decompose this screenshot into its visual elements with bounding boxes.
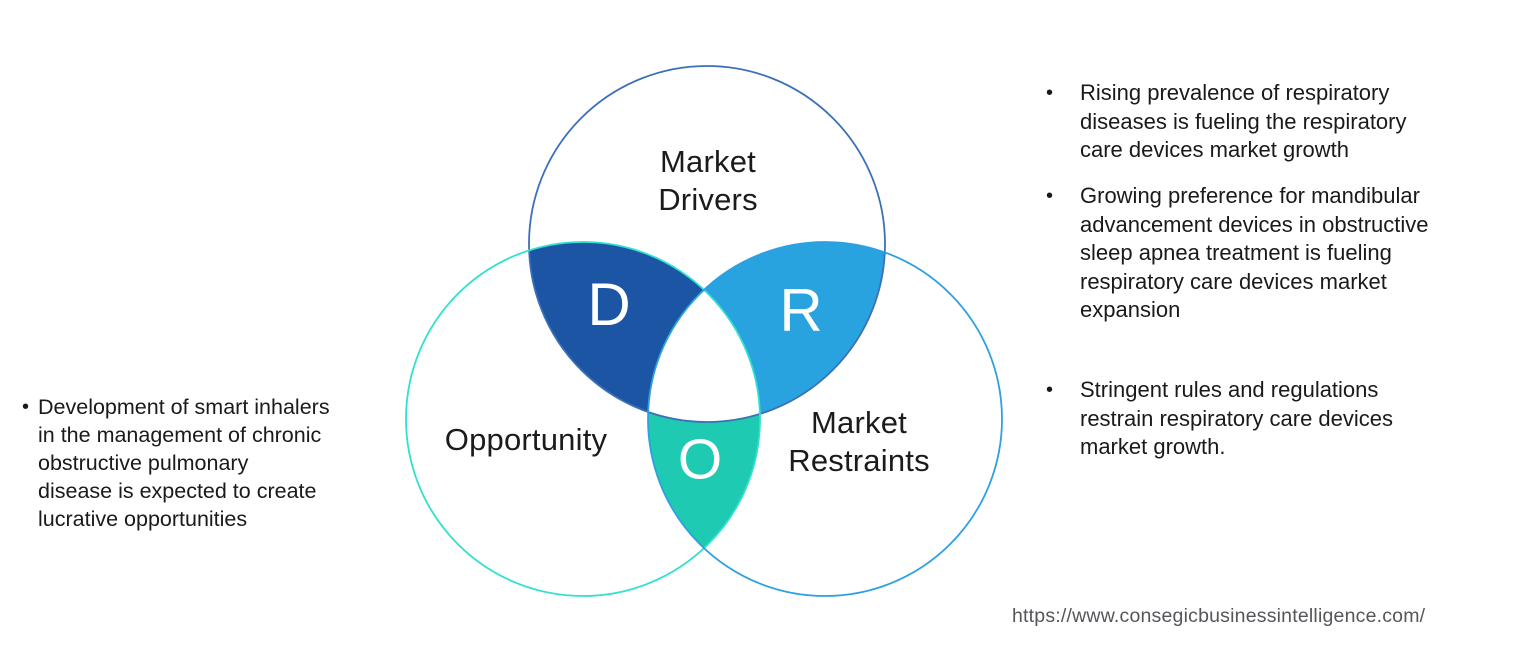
bullet-icon: • — [1046, 82, 1054, 104]
letter-r: R — [779, 277, 823, 344]
letter-o: O — [677, 427, 723, 492]
restraint-note-text: Stringent rules and regulations restrain… — [1080, 377, 1394, 459]
source-url: https://www.consegicbusinessintelligence… — [1012, 605, 1426, 627]
label-opportunity: Opportunity — [444, 422, 608, 457]
letter-d: D — [587, 271, 631, 338]
opportunity-circle-outline — [405, 241, 761, 597]
bullet-icon: • — [1046, 185, 1054, 207]
bullet-icon: • — [22, 396, 30, 418]
restraints-circle-outline — [647, 241, 1003, 597]
driver-note-2: • Growing preference for mandibular adva… — [1046, 182, 1476, 325]
driver-note-1: • Rising prevalence of respiratory disea… — [1046, 79, 1476, 165]
opportunity-note: • Development of smart inhalers in the m… — [22, 393, 382, 533]
opportunity-note-text: Development of smart inhalers in the man… — [38, 395, 330, 531]
restraint-note: • Stringent rules and regulations restra… — [1046, 376, 1476, 462]
label-market-restraints: Market Restraints — [788, 405, 930, 478]
driver-note-1-text: Rising prevalence of respiratory disease… — [1080, 80, 1407, 162]
drivers-circle-outline — [528, 65, 886, 423]
bullet-icon: • — [1046, 379, 1054, 401]
label-market-drivers: Market Drivers — [658, 144, 758, 217]
driver-note-2-text: Growing preference for mandibular advanc… — [1080, 183, 1429, 322]
